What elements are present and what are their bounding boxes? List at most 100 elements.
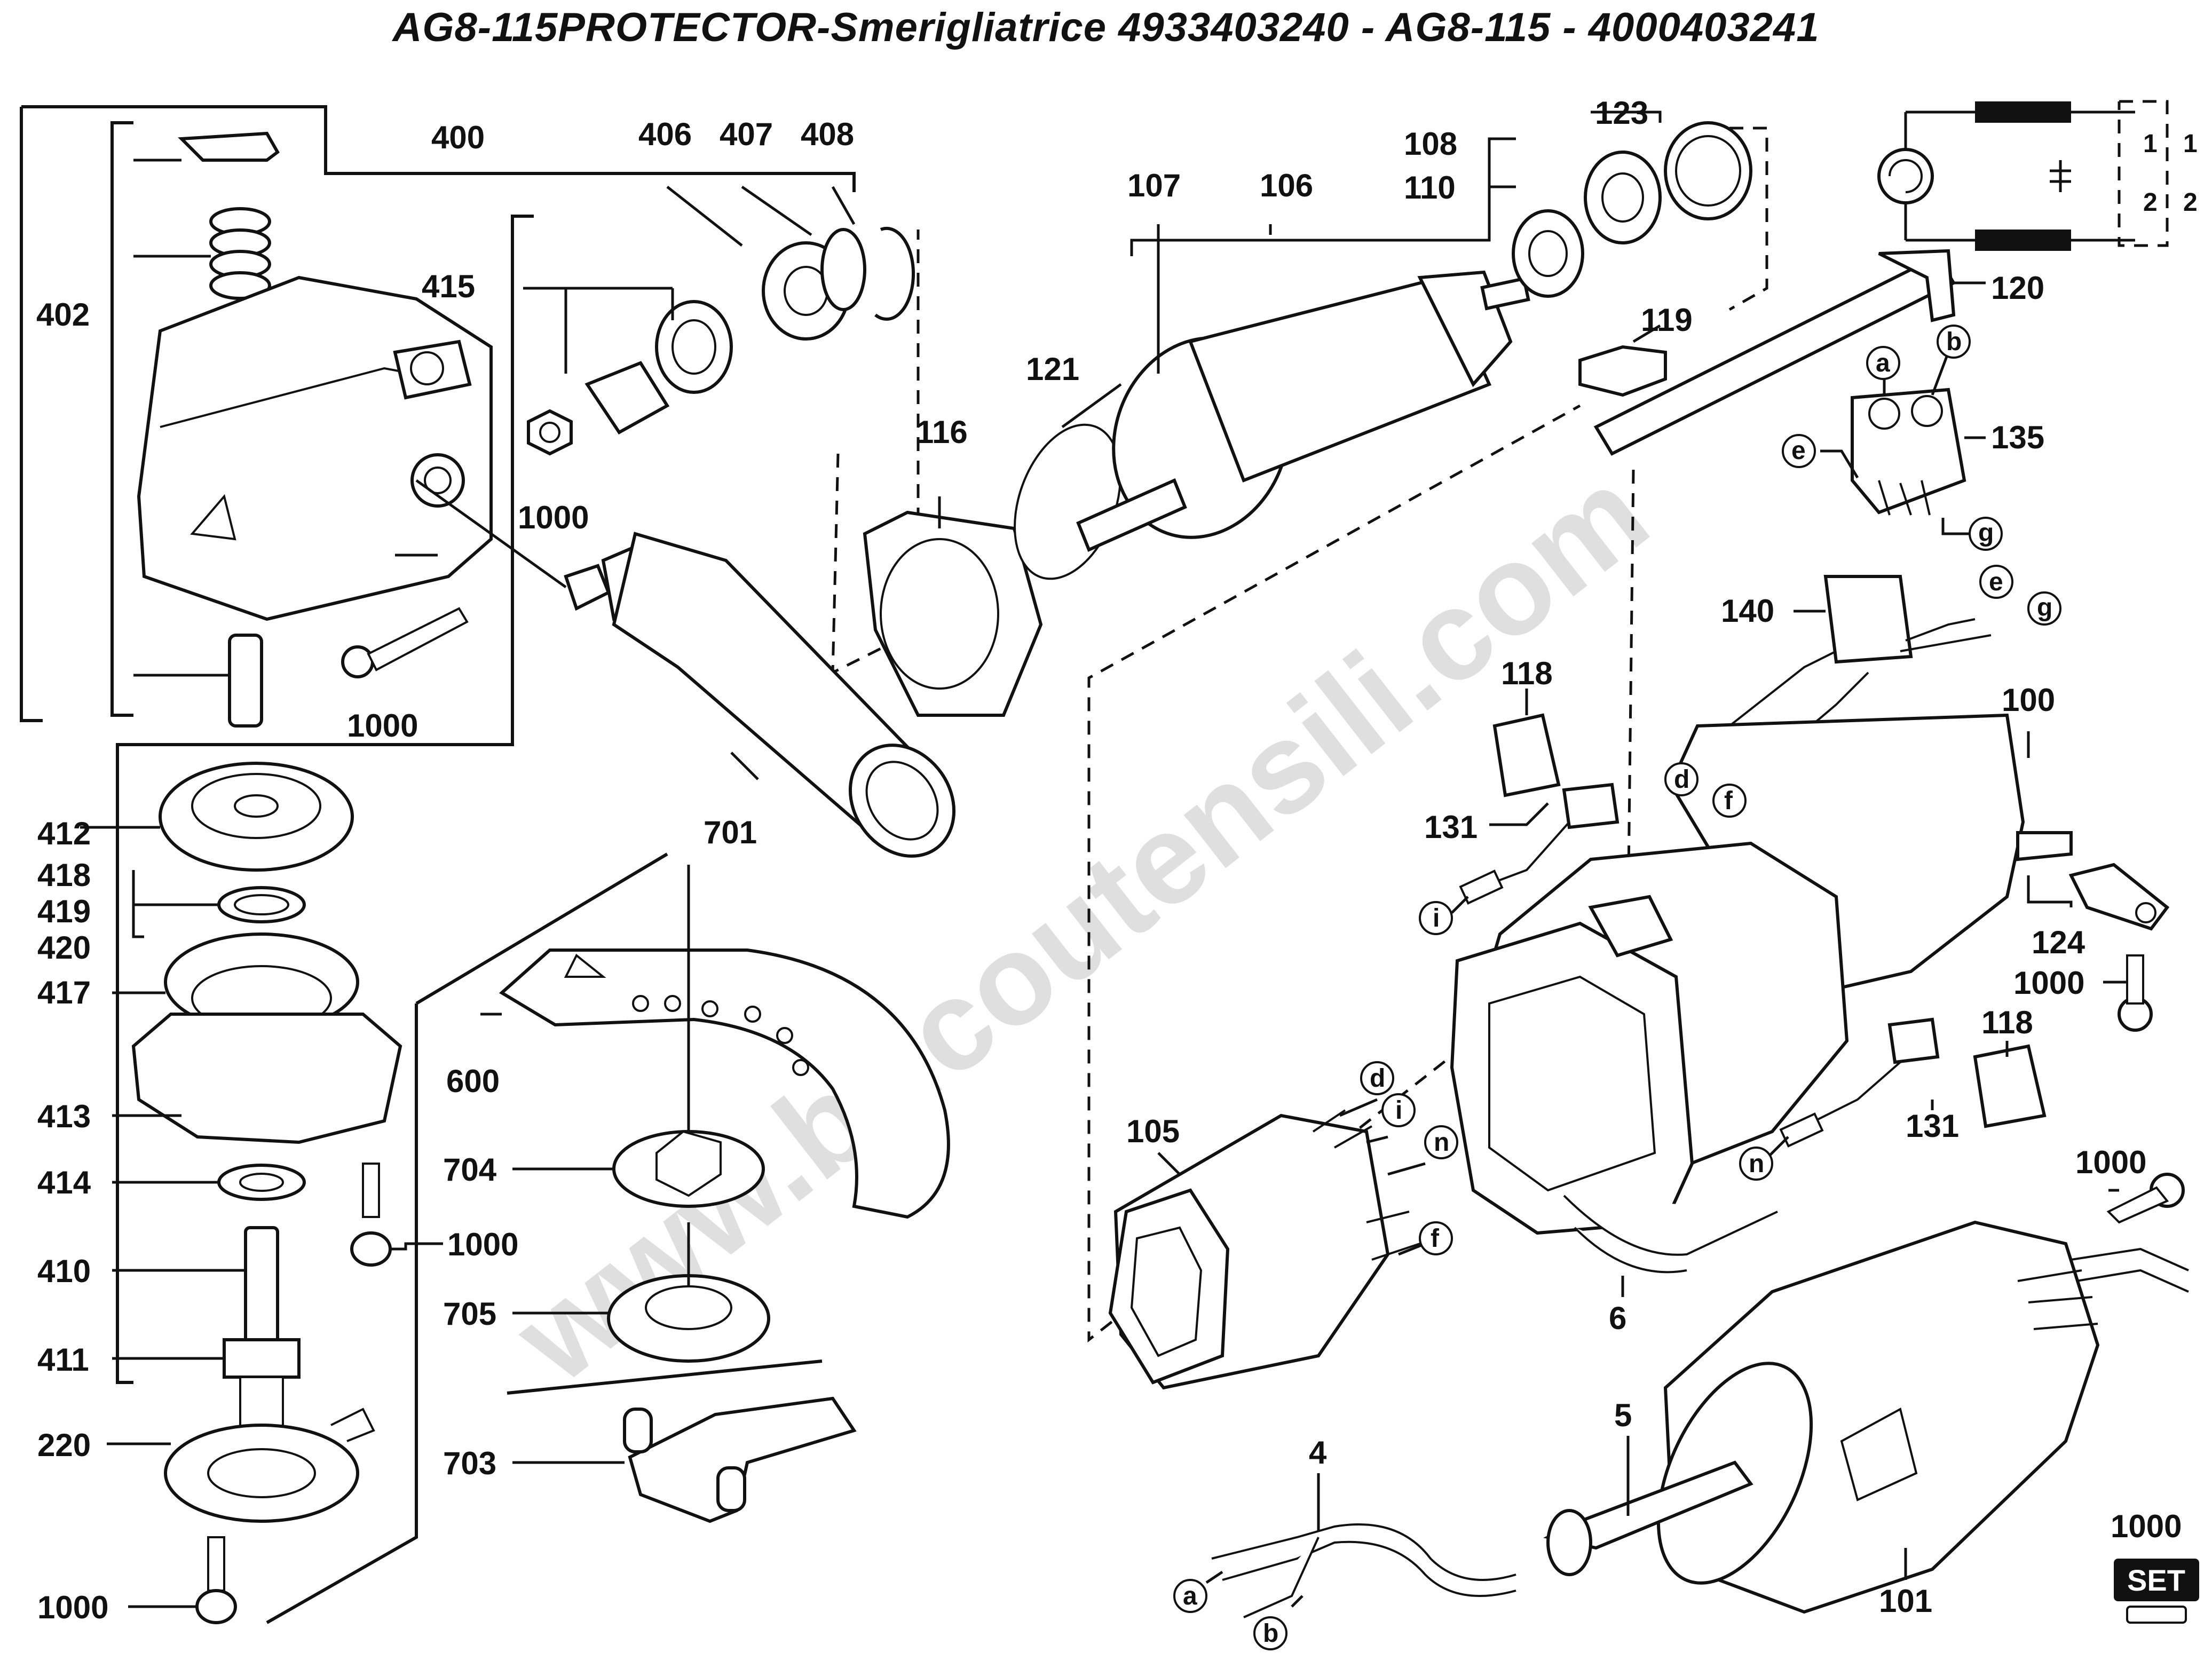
screw-1000-flange: [350, 1163, 443, 1267]
label-408: 408: [801, 116, 854, 152]
label-101: 101: [1879, 1583, 1932, 1619]
label-412: 412: [37, 816, 91, 851]
screw-1000-head: [341, 554, 469, 678]
label-410: 410: [37, 1253, 91, 1289]
wheel-guard-600: [480, 948, 950, 1219]
set-badge-text: SET: [2127, 1563, 2185, 1597]
label-400: 400: [431, 120, 485, 155]
outer-flange-705: [512, 1222, 770, 1363]
label-119: 119: [1641, 302, 1693, 338]
label-116: 116: [916, 414, 968, 450]
label-414: 414: [37, 1165, 91, 1200]
label-140: 140: [1721, 593, 1774, 629]
label-701: 701: [704, 815, 757, 850]
label-110: 110: [1404, 170, 1456, 205]
label-1000-bottom-screw: 1000: [37, 1590, 108, 1625]
switch-rod-assembly: [1087, 249, 1986, 1343]
switch-terminal-1b: 1: [2183, 130, 2198, 158]
label-705: 705: [443, 1296, 496, 1332]
label-100: 100: [2002, 682, 2055, 718]
screw-1000-bottom: [128, 1536, 237, 1624]
letter-f-stator: f: [1431, 1224, 1440, 1253]
part-labels: 400 406 407 408 402 415 1000 1000 116 70…: [36, 95, 2182, 1625]
label-135: 135: [1991, 420, 2044, 455]
label-107: 107: [1127, 168, 1181, 203]
label-1000-nut: 1000: [518, 500, 589, 535]
label-402: 402: [36, 297, 90, 333]
wiring-schematic: 1 1 2 2: [1877, 100, 2198, 251]
power-cable-4-and-sleeve-5: [1205, 1436, 1753, 1618]
letter-a-cable: a: [1183, 1582, 1197, 1610]
page-title: AG8-115PROTECTOR-Smerigliatrice 49334032…: [392, 5, 1820, 50]
letter-f-capacitor: f: [1724, 787, 1733, 815]
label-1000-handle-screw: 1000: [2075, 1144, 2146, 1180]
label-121: 121: [1026, 351, 1079, 387]
cable-clamp-124: [2027, 863, 2170, 1032]
letter-g-capacitor: g: [2037, 594, 2052, 622]
brush-holder-118-131-lower: [1766, 1017, 2047, 1159]
letter-b-switch: b: [1946, 328, 1962, 356]
letter-e-capacitor: e: [1989, 568, 2003, 596]
label-1000-screw: 1000: [347, 708, 418, 744]
stator-field-105: [1108, 1098, 1426, 1390]
set-badge: SET: [2114, 1559, 2199, 1624]
letter-i-brush: i: [1433, 904, 1440, 932]
letter-d-stator: d: [1370, 1064, 1385, 1093]
label-1000-clamp-screw: 1000: [2013, 965, 2084, 1001]
label-120: 120: [1991, 270, 2044, 306]
label-124: 124: [2032, 924, 2085, 960]
label-6: 6: [1609, 1300, 1626, 1336]
letter-n-brush: n: [1749, 1150, 1764, 1178]
brush-holder-118-131-upper: [1451, 689, 1620, 914]
bearing-and-pinion-group: [523, 185, 920, 675]
letter-e-switch: e: [1791, 437, 1806, 465]
spindle-410-411: [112, 1226, 301, 1437]
label-4: 4: [1309, 1435, 1327, 1471]
inner-flange-704: [512, 865, 765, 1208]
label-1000-set: 1000: [2111, 1508, 2182, 1544]
label-105: 105: [1126, 1113, 1180, 1149]
armature-assembly: [1014, 137, 1530, 580]
label-419: 419: [37, 894, 91, 929]
bearings-108-110-123: [1512, 110, 1768, 311]
label-703: 703: [443, 1445, 496, 1481]
letter-g-switch: g: [1978, 519, 1994, 547]
label-420: 420: [37, 930, 91, 966]
switch-135: [1820, 352, 1986, 535]
label-411: 411: [37, 1342, 89, 1378]
letter-b-cable: b: [1263, 1619, 1278, 1648]
washer-414: [112, 1164, 306, 1201]
insulating-sheet-6: [1563, 1195, 1778, 1297]
pin-wrench-703: [507, 1359, 857, 1523]
label-108: 108: [1404, 126, 1457, 162]
label-704: 704: [443, 1152, 497, 1188]
switch-terminal-1a: 1: [2143, 130, 2158, 158]
label-131-upper: 131: [1424, 809, 1478, 845]
label-118-upper: 118: [1501, 655, 1553, 691]
letter-a-switch: a: [1876, 349, 1890, 377]
gear-head-housing: [133, 131, 493, 728]
label-118-lower: 118: [1981, 1005, 2033, 1040]
flange-housing-417-413: [112, 932, 402, 1144]
label-5: 5: [1614, 1397, 1632, 1433]
bevel-gear-412: [80, 762, 354, 872]
label-131-lower: 131: [1906, 1108, 1959, 1144]
label-413: 413: [37, 1098, 91, 1134]
label-417: 417: [37, 975, 91, 1010]
label-123: 123: [1595, 95, 1648, 131]
label-106: 106: [1260, 168, 1313, 203]
washer-418-420: [132, 870, 306, 938]
letter-n-stator: n: [1434, 1128, 1449, 1157]
connection-letters: a b e g e g d f i d i n f n a b: [1173, 325, 2061, 1650]
label-220: 220: [37, 1427, 91, 1463]
label-407: 407: [720, 116, 773, 152]
label-418: 418: [37, 857, 91, 893]
gear-head-assembly-frame: [20, 105, 856, 1384]
label-1000-flange-screw: 1000: [447, 1227, 518, 1262]
switch-terminal-2a: 2: [2143, 188, 2158, 217]
letter-d-capacitor: d: [1674, 765, 1689, 794]
label-600: 600: [446, 1063, 500, 1099]
brush-holder-ring-116: [863, 496, 1043, 717]
label-415: 415: [422, 268, 475, 304]
